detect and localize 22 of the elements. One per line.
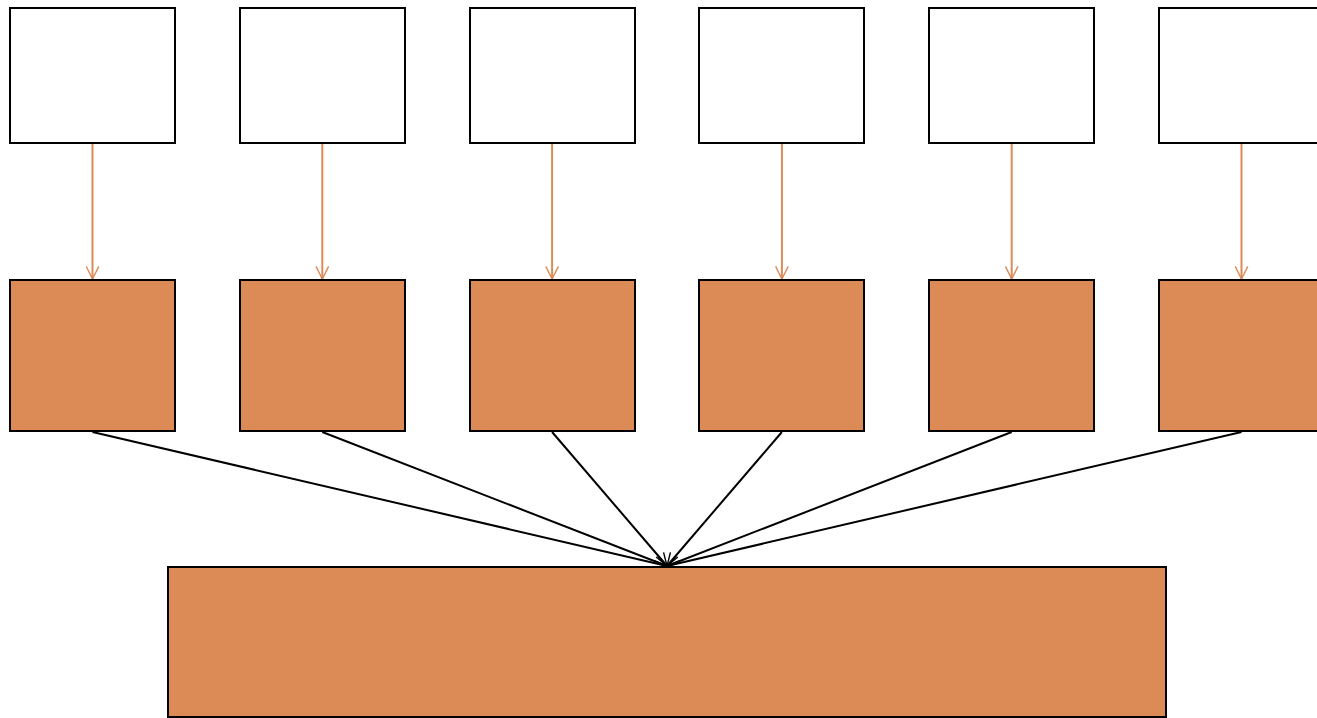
arrow — [1004, 143, 1019, 280]
empty-box — [468, 279, 636, 432]
empty-box — [9, 7, 176, 144]
empty-box — [928, 7, 1096, 144]
empty-box — [698, 7, 866, 144]
arrow — [545, 143, 560, 280]
empty-box — [698, 279, 866, 432]
empty-box — [167, 566, 1167, 718]
empty-box — [238, 279, 406, 432]
arrow — [666, 431, 783, 567]
arrow — [551, 431, 668, 567]
arrow — [1234, 143, 1249, 280]
arrow — [774, 143, 789, 280]
empty-box — [468, 7, 636, 144]
arrow — [315, 143, 330, 280]
empty-box — [238, 7, 406, 144]
empty-box — [1158, 7, 1317, 144]
empty-box — [9, 279, 176, 432]
arrow — [666, 431, 1013, 568]
empty-box — [928, 279, 1096, 432]
arrow — [85, 143, 100, 280]
empty-box — [1158, 279, 1317, 432]
